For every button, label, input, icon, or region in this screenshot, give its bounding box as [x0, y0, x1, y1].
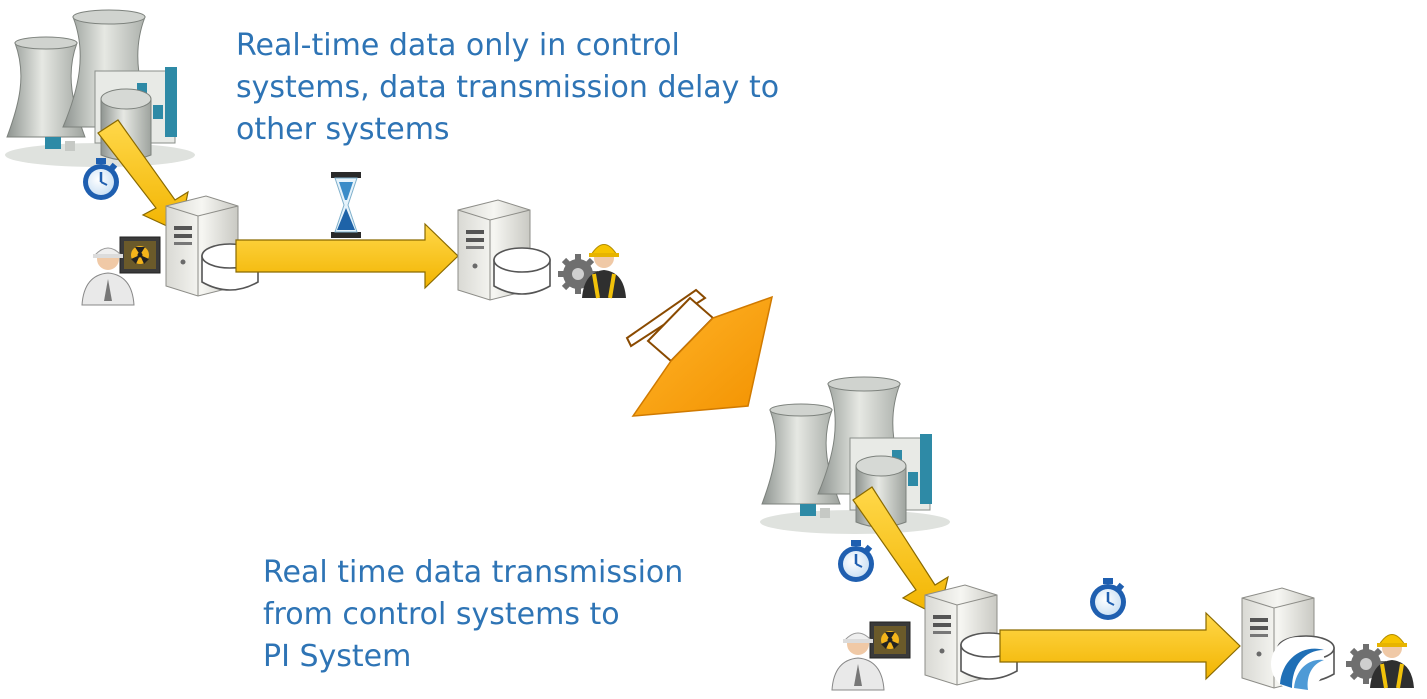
right-arrow-icon — [235, 222, 459, 290]
caption-line: systems, data transmission delay to — [236, 70, 780, 105]
caption-line: Real-time data only in control — [236, 28, 680, 63]
stopwatch-icon — [1088, 576, 1128, 622]
transition-arrow — [625, 288, 774, 417]
caption-line: other systems — [236, 112, 450, 147]
server-to-pi-arrow-bottom — [999, 611, 1241, 681]
caption-line: from control systems to — [263, 597, 620, 632]
cooling-tower-plant-icon — [759, 376, 951, 535]
control-room-operator-icon — [81, 236, 161, 306]
caption-line: Real time data transmission — [263, 555, 684, 590]
server-to-server-arrow-top — [235, 222, 459, 290]
plant-top — [4, 9, 196, 168]
big-down-right-arrow-icon — [631, 295, 774, 417]
stopwatch-icon — [836, 538, 876, 584]
server-with-database-icon — [457, 199, 551, 301]
caption-before: Real-time data only in control systems, … — [236, 25, 779, 151]
right-arrow-icon — [999, 611, 1241, 681]
cooling-tower-plant-icon — [4, 9, 196, 168]
caption-line: PI System — [263, 639, 412, 674]
hourglass-icon — [330, 171, 362, 239]
control-room-operator-icon — [831, 621, 911, 691]
engineer-hardhat-icon — [1346, 635, 1414, 689]
engineer-hardhat-icon — [558, 245, 626, 299]
caption-after: Real time data transmission from control… — [263, 552, 683, 678]
pi-system-logo-icon — [1271, 637, 1325, 691]
